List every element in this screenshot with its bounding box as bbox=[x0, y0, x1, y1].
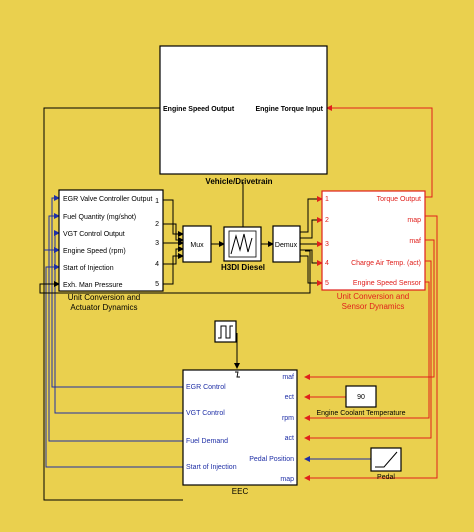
wire-fuel-demand bbox=[48, 213, 183, 442]
engine-block[interactable]: H3DI Diesel bbox=[221, 226, 265, 272]
sensor-label-1: Unit Conversion and bbox=[337, 292, 409, 301]
constant-value: 90 bbox=[357, 394, 365, 401]
start-of-injection-output: Start of Injection bbox=[186, 464, 237, 471]
rpm-input-port: rpm bbox=[282, 415, 294, 422]
pedal-label: Pedal bbox=[377, 474, 395, 481]
wire-vgt-control bbox=[54, 230, 183, 414]
vgt-control-output: VGT Control bbox=[186, 410, 225, 417]
actuator-port-2: 2 bbox=[155, 221, 159, 228]
actuator-label-1: Unit Conversion and bbox=[68, 293, 140, 302]
demux-label: Demux bbox=[275, 242, 298, 249]
sensor-port-2: 2 bbox=[325, 217, 329, 224]
mux-label: Mux bbox=[190, 242, 204, 249]
egr-valve-controller-input: EGR Valve Controller Output bbox=[63, 196, 152, 203]
wire-dmx-4 bbox=[300, 249, 323, 266]
engine-speed-output-port: Engine Speed Output bbox=[163, 106, 235, 113]
pedal-block[interactable]: Pedal bbox=[370, 447, 402, 481]
map-output-port: map bbox=[407, 217, 421, 224]
charge-air-temp-output-port: Charge Air Temp. (act) bbox=[351, 260, 421, 267]
sensor-port-1: 1 bbox=[325, 196, 329, 203]
mux-block[interactable]: Mux bbox=[182, 225, 212, 263]
vehicle-drivetrain-block[interactable]: Engine Speed Output Engine Torque Input … bbox=[159, 45, 328, 186]
engine-torque-input-port: Engine Torque Input bbox=[255, 106, 323, 113]
engine-label: H3DI Diesel bbox=[221, 263, 265, 272]
pulse-generator-block[interactable] bbox=[214, 320, 237, 343]
coolant-temperature-constant[interactable]: 90 Engine Coolant Temperature bbox=[317, 385, 406, 417]
ect-input-port: ect bbox=[285, 394, 294, 401]
engine-speed-sensor-port: Engine Speed Sensor bbox=[353, 280, 422, 287]
actuator-dynamics-block[interactable]: EGR Valve Controller Output Fuel Quantit… bbox=[58, 189, 164, 312]
actuator-port-3: 3 bbox=[155, 240, 159, 247]
wire-engine-speed-feedback bbox=[43, 107, 183, 501]
wire-rpm-sensor bbox=[304, 281, 430, 421]
sensor-dynamics-block[interactable]: 1 2 3 4 5 Torque Output map maf Charge A… bbox=[321, 190, 426, 311]
sensor-port-3: 3 bbox=[325, 241, 329, 248]
torque-output-port: Torque Output bbox=[377, 196, 421, 203]
constant-label: Engine Coolant Temperature bbox=[317, 410, 406, 417]
egr-control-output: EGR Control bbox=[186, 384, 226, 391]
maf-output-port: maf bbox=[409, 238, 421, 245]
eec-block[interactable]: EGR Control VGT Control Fuel Demand Star… bbox=[182, 369, 298, 496]
vgt-control-input: VGT Control Output bbox=[63, 231, 125, 238]
trigger-icon bbox=[235, 371, 240, 378]
wire-act-out-5 bbox=[163, 253, 184, 285]
wire-dmx-1 bbox=[300, 196, 323, 233]
exh-man-pressure-input: Exh. Man Pressure bbox=[63, 282, 123, 289]
wire-exh-pressure bbox=[39, 250, 311, 294]
maf-input-port: maf bbox=[282, 374, 294, 381]
actuator-port-1: 1 bbox=[155, 198, 159, 205]
wire-act-out-1 bbox=[163, 199, 184, 237]
wire-soi bbox=[45, 264, 183, 468]
fuel-demand-output: Fuel Demand bbox=[186, 438, 228, 445]
wire-dmx-2 bbox=[300, 217, 323, 239]
ramp-icon bbox=[375, 451, 398, 468]
wire-torque-feedback bbox=[326, 105, 433, 198]
actuator-port-4: 4 bbox=[155, 261, 159, 268]
pulse-icon bbox=[218, 325, 233, 339]
wire-act-sensor bbox=[304, 260, 432, 441]
wire-dmx-5 bbox=[300, 255, 323, 286]
eec-label: EEC bbox=[232, 487, 249, 496]
pedal-position-input-port: Pedal Position bbox=[249, 456, 294, 463]
sensor-port-4: 4 bbox=[325, 260, 329, 267]
actuator-port-5: 5 bbox=[155, 281, 159, 288]
engine-speed-input: Engine Speed (rpm) bbox=[63, 248, 126, 255]
engine-icon bbox=[230, 233, 253, 255]
fuel-quantity-input: Fuel Quantity (mg/shot) bbox=[63, 214, 136, 221]
wire-map-sensor bbox=[304, 215, 438, 481]
actuator-label-2: Actuator Dynamics bbox=[70, 303, 137, 312]
vehicle-drivetrain-label: Vehicle/Drivetrain bbox=[205, 177, 272, 186]
sensor-port-5: 5 bbox=[325, 280, 329, 287]
start-of-injection-input: Start of Injection bbox=[63, 265, 114, 272]
act-input-port: act bbox=[285, 435, 294, 442]
sensor-label-2: Sensor Dynamics bbox=[342, 302, 405, 311]
wire-maf-sensor bbox=[304, 239, 435, 380]
demux-block[interactable]: Demux bbox=[272, 225, 301, 263]
map-input-port: map bbox=[280, 476, 294, 483]
